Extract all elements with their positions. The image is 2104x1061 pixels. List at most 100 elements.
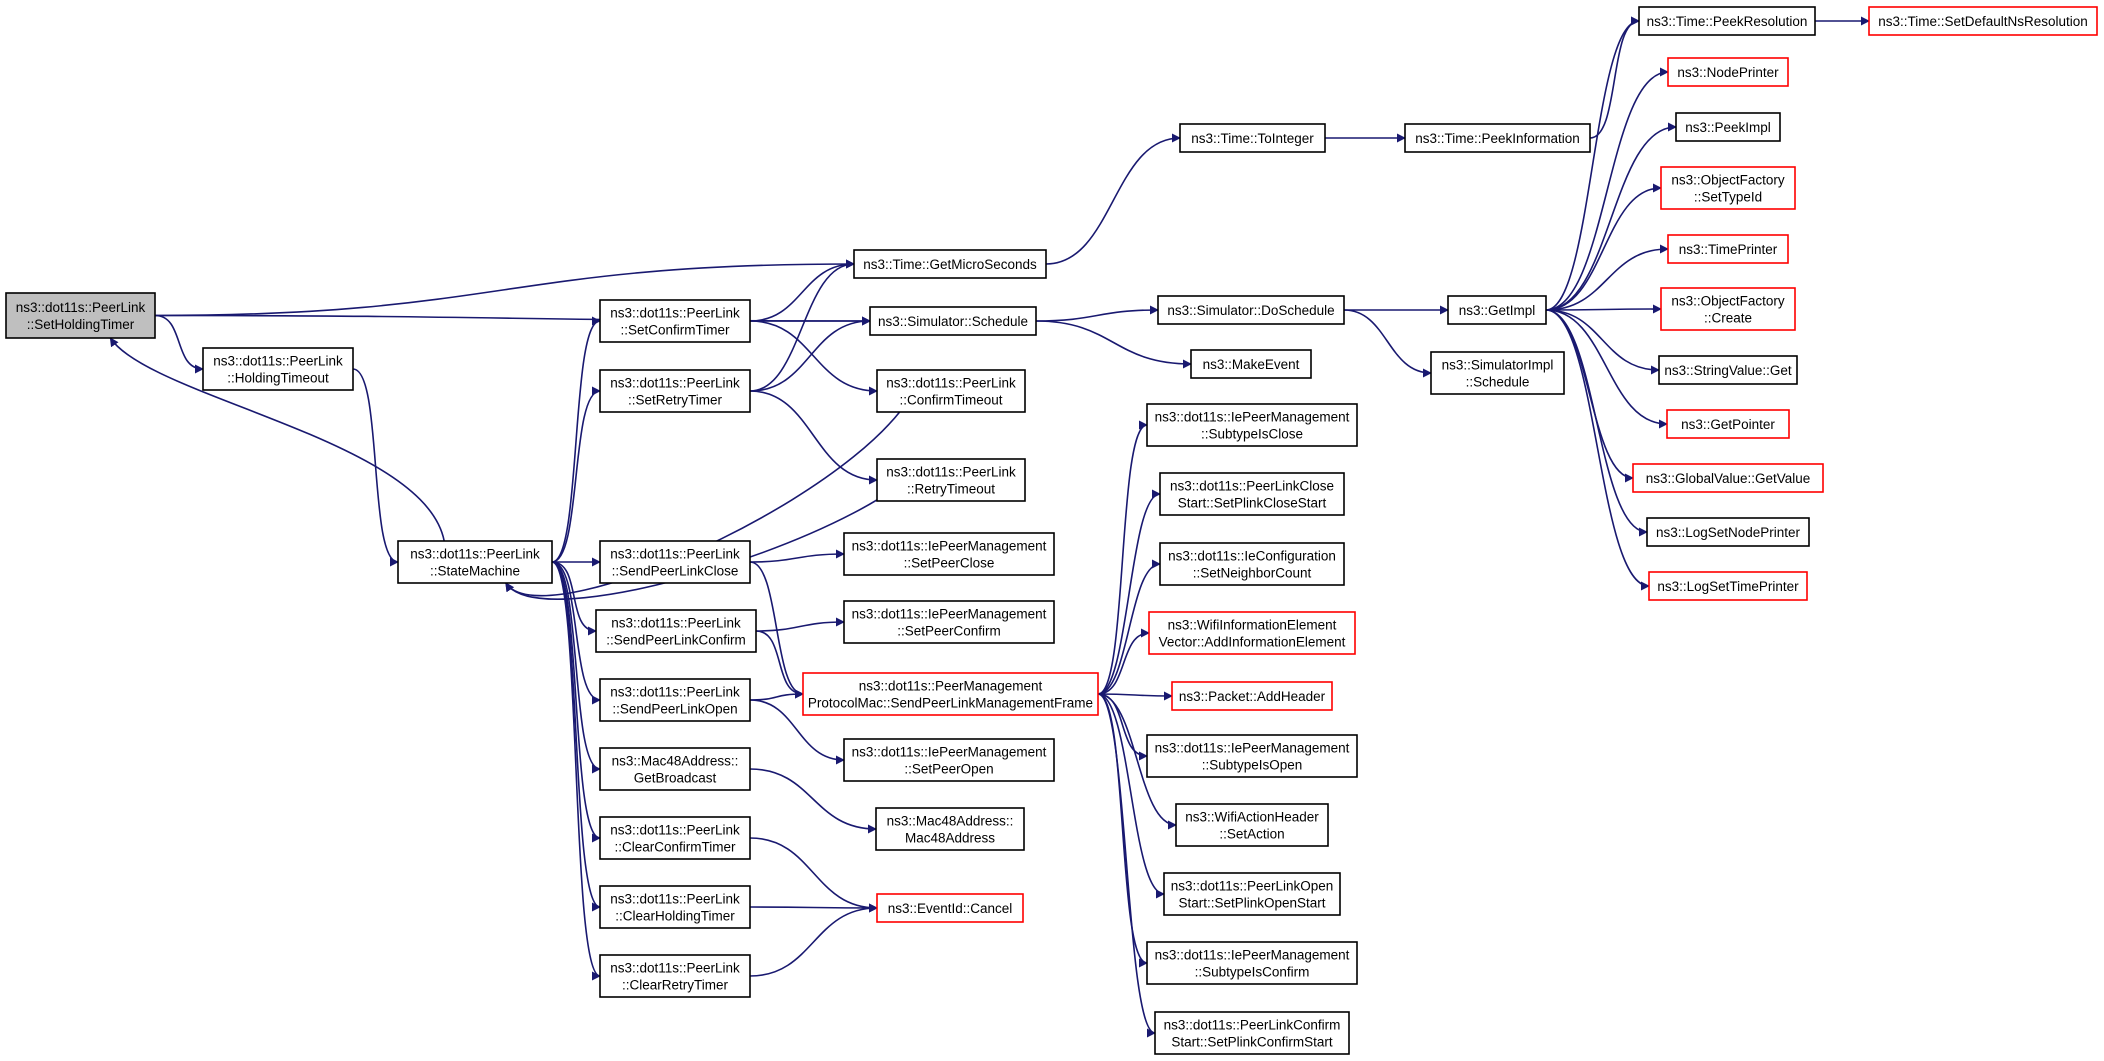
node-clearConfirmTimer[interactable]: ns3::dot11s::PeerLink::ClearConfirmTimer — [599, 816, 751, 860]
node-simImplSchedule[interactable]: ns3::SimulatorImpl::Schedule — [1430, 351, 1565, 395]
node-label: ns3::GetPointer — [1681, 417, 1775, 432]
node-label: ns3::Mac48Address:: — [887, 814, 1014, 829]
node-sendPeerLinkClose[interactable]: ns3::dot11s::PeerLink::SendPeerLinkClose — [599, 540, 751, 584]
node-setRetryTimer[interactable]: ns3::dot11s::PeerLink::SetRetryTimer — [599, 369, 751, 413]
node-sendMgmtFrame[interactable]: ns3::dot11s::PeerManagementProtocolMac::… — [802, 672, 1099, 716]
node-getMicroSeconds[interactable]: ns3::Time::GetMicroSeconds — [853, 249, 1047, 279]
node-holdingTimeout[interactable]: ns3::dot11s::PeerLink::HoldingTimeout — [202, 347, 354, 391]
node-label: ns3::Simulator::Schedule — [878, 314, 1028, 329]
node-label: ::Create — [1704, 311, 1752, 326]
node-label: Vector::AddInformationElement — [1159, 635, 1346, 650]
node-simSchedule[interactable]: ns3::Simulator::Schedule — [869, 306, 1037, 336]
node-label: ::RetryTimeout — [907, 482, 995, 497]
node-label: ns3::dot11s::PeerLink — [886, 376, 1016, 391]
node-doSchedule[interactable]: ns3::Simulator::DoSchedule — [1157, 295, 1345, 325]
node-sendPeerLinkOpen[interactable]: ns3::dot11s::PeerLink::SendPeerLinkOpen — [599, 678, 751, 722]
node-label: ns3::Time::ToInteger — [1191, 131, 1314, 146]
node-label: ns3::Time::PeekResolution — [1647, 14, 1808, 29]
node-label: ::SubtypeIsClose — [1201, 427, 1303, 442]
node-setPeerConfirm[interactable]: ns3::dot11s::IePeerManagement::SetPeerCo… — [843, 600, 1055, 644]
node-box — [1638, 6, 1816, 36]
node-label: ns3::LogSetTimePrinter — [1657, 579, 1799, 594]
node-eventIdCancel[interactable]: ns3::EventId::Cancel — [876, 893, 1024, 923]
node-label: ::SetPeerOpen — [904, 762, 993, 777]
node-box — [1179, 123, 1326, 153]
node-label: ::SendPeerLinkConfirm — [606, 633, 746, 648]
node-setPeerClose[interactable]: ns3::dot11s::IePeerManagement::SetPeerCl… — [843, 532, 1055, 576]
edge-stateMachine-to-clearHoldingTimer — [551, 561, 601, 912]
node-timePrinter[interactable]: ns3::TimePrinter — [1667, 234, 1789, 264]
node-nodePrinter[interactable]: ns3::NodePrinter — [1667, 57, 1789, 87]
node-factoryCreate[interactable]: ns3::ObjectFactory::Create — [1660, 287, 1796, 331]
edge-sendMgmtFrame-to-setPlinkOpenStart — [1097, 693, 1165, 899]
node-logSetTimePrinter[interactable]: ns3::LogSetTimePrinter — [1648, 571, 1808, 601]
node-getImpl[interactable]: ns3::GetImpl — [1447, 295, 1547, 325]
edge-confirmTimeout-to-stateMachine — [505, 369, 923, 597]
edge-sendMgmtFrame-to-setAction — [1097, 693, 1177, 830]
node-box — [1146, 403, 1358, 447]
edge-simSchedule-to-makeEvent — [1035, 320, 1192, 369]
node-box — [1646, 517, 1810, 547]
node-stateMachine[interactable]: ns3::dot11s::PeerLink::StateMachine — [397, 540, 553, 584]
node-sendPeerLinkConfirm[interactable]: ns3::dot11s::PeerLink::SendPeerLinkConfi… — [595, 609, 757, 653]
node-box — [599, 954, 751, 998]
node-setNeighborCount[interactable]: ns3::dot11s::IeConfiguration::SetNeighbo… — [1159, 542, 1345, 586]
edge-doSchedule-to-simImplSchedule — [1343, 309, 1432, 378]
node-label: ns3::dot11s::PeerLink — [610, 961, 740, 976]
node-peekImpl[interactable]: ns3::PeekImpl — [1675, 112, 1781, 142]
node-label: ns3::dot11s::PeerLink — [16, 300, 146, 315]
node-subtypeIsOpen[interactable]: ns3::dot11s::IePeerManagement::SubtypeIs… — [1146, 734, 1358, 778]
node-box — [397, 540, 553, 584]
node-setPlinkCloseStart[interactable]: ns3::dot11s::PeerLinkCloseStart::SetPlin… — [1159, 472, 1345, 516]
node-peekResolution[interactable]: ns3::Time::PeekResolution — [1638, 6, 1816, 36]
node-logSetNodePrinter[interactable]: ns3::LogSetNodePrinter — [1646, 517, 1810, 547]
node-label: ::SetNeighborCount — [1193, 566, 1312, 581]
node-label: ns3::dot11s::IeConfiguration — [1168, 549, 1336, 564]
edge-stateMachine-to-sendPeerLinkConfirm — [551, 561, 597, 636]
node-retryTimeout[interactable]: ns3::dot11s::PeerLink::RetryTimeout — [876, 458, 1026, 502]
node-box — [1667, 57, 1789, 87]
node-label: ns3::LogSetNodePrinter — [1656, 525, 1801, 540]
node-setDefaultNsResolution[interactable]: ns3::Time::SetDefaultNsResolution — [1868, 6, 2098, 36]
node-addInfoElement[interactable]: ns3::WifiInformationElementVector::AddIn… — [1148, 611, 1356, 655]
node-setConfirmTimer[interactable]: ns3::dot11s::PeerLink::SetConfirmTimer — [599, 299, 751, 343]
edge-getImpl-to-timePrinter — [1545, 244, 1669, 311]
node-makeEvent[interactable]: ns3::MakeEvent — [1190, 349, 1312, 379]
edge-sendPeerLinkConfirm-to-sendMgmtFrame — [755, 630, 804, 699]
node-setPlinkConfirmStart[interactable]: ns3::dot11s::PeerLinkConfirmStart::SetPl… — [1154, 1011, 1350, 1055]
node-subtypeIsConfirm[interactable]: ns3::dot11s::IePeerManagement::SubtypeIs… — [1146, 941, 1358, 985]
node-label: ns3::dot11s::IePeerManagement — [852, 745, 1047, 760]
edge-getImpl-to-getPointer — [1545, 309, 1668, 429]
node-label: ::SendPeerLinkOpen — [612, 702, 737, 717]
edge-sendMgmtFrame-to-setNeighborCount — [1097, 559, 1161, 695]
node-setTypeId[interactable]: ns3::ObjectFactory::SetTypeId — [1660, 166, 1796, 210]
node-toInteger[interactable]: ns3::Time::ToInteger — [1179, 123, 1326, 153]
node-clearRetryTimer[interactable]: ns3::dot11s::PeerLink::ClearRetryTimer — [599, 954, 751, 998]
edge-setRetryTimer-to-simSchedule — [749, 316, 871, 392]
node-label: ns3::MakeEvent — [1203, 357, 1300, 372]
node-box — [1660, 166, 1796, 210]
node-box — [876, 369, 1026, 413]
node-setPlinkOpenStart[interactable]: ns3::dot11s::PeerLinkOpenStart::SetPlink… — [1163, 872, 1341, 916]
node-setPeerOpen[interactable]: ns3::dot11s::IePeerManagement::SetPeerOp… — [843, 738, 1055, 782]
node-clearHoldingTimer[interactable]: ns3::dot11s::PeerLink::ClearHoldingTimer — [599, 885, 751, 929]
node-addHeader[interactable]: ns3::Packet::AddHeader — [1171, 681, 1333, 711]
node-label: ::SubtypeIsConfirm — [1195, 965, 1310, 980]
node-box — [843, 738, 1055, 782]
node-globalValueGet[interactable]: ns3::GlobalValue::GetValue — [1632, 463, 1824, 493]
node-getBroadcast[interactable]: ns3::Mac48Address::GetBroadcast — [599, 747, 751, 791]
node-setAction[interactable]: ns3::WifiActionHeader::SetAction — [1175, 803, 1329, 847]
node-label: ProtocolMac::SendPeerLinkManagementFrame — [808, 696, 1093, 711]
node-confirmTimeout[interactable]: ns3::dot11s::PeerLink::ConfirmTimeout — [876, 369, 1026, 413]
node-peekInformation[interactable]: ns3::Time::PeekInformation — [1404, 123, 1591, 153]
node-box — [1666, 409, 1790, 439]
node-label: ns3::dot11s::IePeerManagement — [852, 607, 1047, 622]
node-box — [876, 893, 1024, 923]
node-root[interactable]: ns3::dot11s::PeerLink::SetHoldingTimer — [5, 292, 156, 339]
node-mac48Address[interactable]: ns3::Mac48Address::Mac48Address — [875, 807, 1025, 851]
node-stringValueGet[interactable]: ns3::StringValue::Get — [1658, 355, 1798, 385]
edge-setRetryTimer-to-retryTimeout — [749, 390, 878, 485]
node-subtypeIsClose[interactable]: ns3::dot11s::IePeerManagement::SubtypeIs… — [1146, 403, 1358, 447]
node-label: ::ConfirmTimeout — [899, 393, 1002, 408]
node-getPointer[interactable]: ns3::GetPointer — [1666, 409, 1790, 439]
